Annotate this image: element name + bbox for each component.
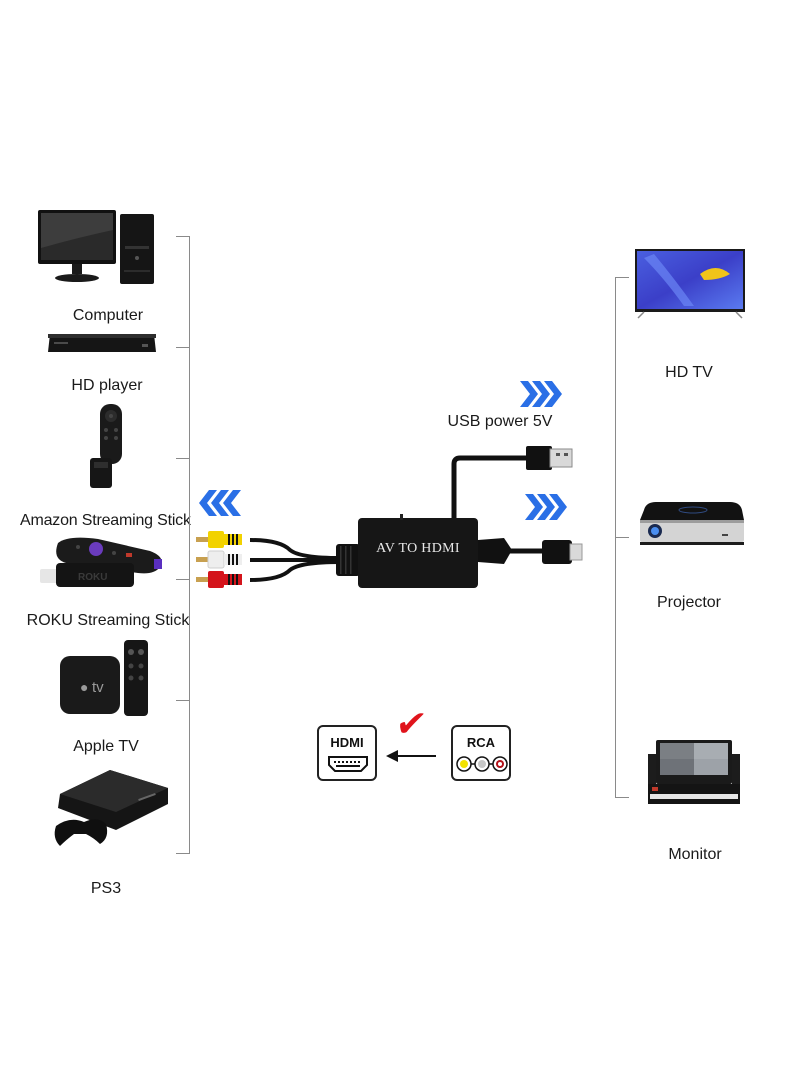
hdtv-device xyxy=(634,248,746,320)
display-label-hdtv: HD TV xyxy=(665,364,713,381)
bracket-tick xyxy=(615,797,629,798)
rca-ports-icon xyxy=(456,756,508,772)
roku-stick-device: ROKU xyxy=(38,533,168,593)
rca-plug-red xyxy=(196,571,242,588)
apple-tv-logo: tv xyxy=(92,679,104,696)
apple-tv-device: ● tv xyxy=(58,638,154,718)
hdmi-plug-icon xyxy=(542,540,572,564)
source-label-roku-stick: ROKU Streaming Stick xyxy=(26,612,190,629)
projector-device xyxy=(638,500,746,548)
usb-direction-arrow-icon xyxy=(520,381,562,407)
apple-tv-icon: ● tv xyxy=(60,640,148,716)
rca-plug-white xyxy=(196,550,242,569)
hdmi-port-icon xyxy=(328,756,368,772)
source-label-ps3: PS3 xyxy=(90,880,122,897)
rca-plug-yellow xyxy=(196,531,242,548)
bracket-spine xyxy=(189,236,190,854)
hdtv-icon xyxy=(635,249,745,319)
roku-stick-icon: ROKU xyxy=(40,537,162,587)
bracket-tick xyxy=(615,537,629,538)
source-label-hd-player: HD player xyxy=(71,377,143,394)
display-label-monitor: Monitor xyxy=(668,846,722,863)
display-label-projector: Projector xyxy=(656,594,722,611)
converter-label: AV TO HDMI xyxy=(376,541,460,556)
check-mark-icon: ✔ xyxy=(393,703,430,744)
converter-box xyxy=(358,518,478,588)
hd-player-device xyxy=(46,328,158,358)
source-label-amazon-stick: Amazon Streaming Stick xyxy=(20,512,191,529)
bracket-tick xyxy=(176,347,190,348)
monitor-dvr-icon xyxy=(648,740,740,804)
input-direction-arrow-icon xyxy=(199,490,241,516)
rca-badge-label: RCA xyxy=(466,735,496,750)
svg-text:●: ● xyxy=(80,679,88,695)
computer-icon xyxy=(38,210,154,284)
amazon-stick-device xyxy=(82,402,132,490)
bracket-tick xyxy=(176,579,190,580)
ps3-device xyxy=(50,764,170,860)
conversion-arrow-icon xyxy=(386,750,436,762)
hdmi-badge-label: HDMI xyxy=(330,735,364,750)
monitor-device xyxy=(646,738,742,808)
hdmi-port-badge: HDMI xyxy=(317,725,377,781)
usb-power-label: USB power 5V xyxy=(447,413,553,430)
rca-port-badge: RCA xyxy=(451,725,511,781)
source-label-apple-tv: Apple TV xyxy=(73,738,139,755)
bracket-tick xyxy=(615,277,629,278)
fire-stick-icon xyxy=(90,404,122,488)
roku-logo: ROKU xyxy=(78,572,107,583)
source-label-computer: Computer xyxy=(72,307,144,324)
usb-plug-icon xyxy=(526,446,552,470)
projector-icon xyxy=(640,502,744,545)
output-direction-arrow-icon xyxy=(525,494,567,520)
computer-device xyxy=(36,208,156,288)
converter-cable-assembly xyxy=(196,446,583,588)
bracket-tick xyxy=(176,236,190,237)
bracket-tick xyxy=(176,853,190,854)
bracket-tick xyxy=(176,700,190,701)
ps3-console-icon xyxy=(54,770,168,846)
bracket-tick xyxy=(176,458,190,459)
blu-ray-player-icon xyxy=(48,334,156,352)
